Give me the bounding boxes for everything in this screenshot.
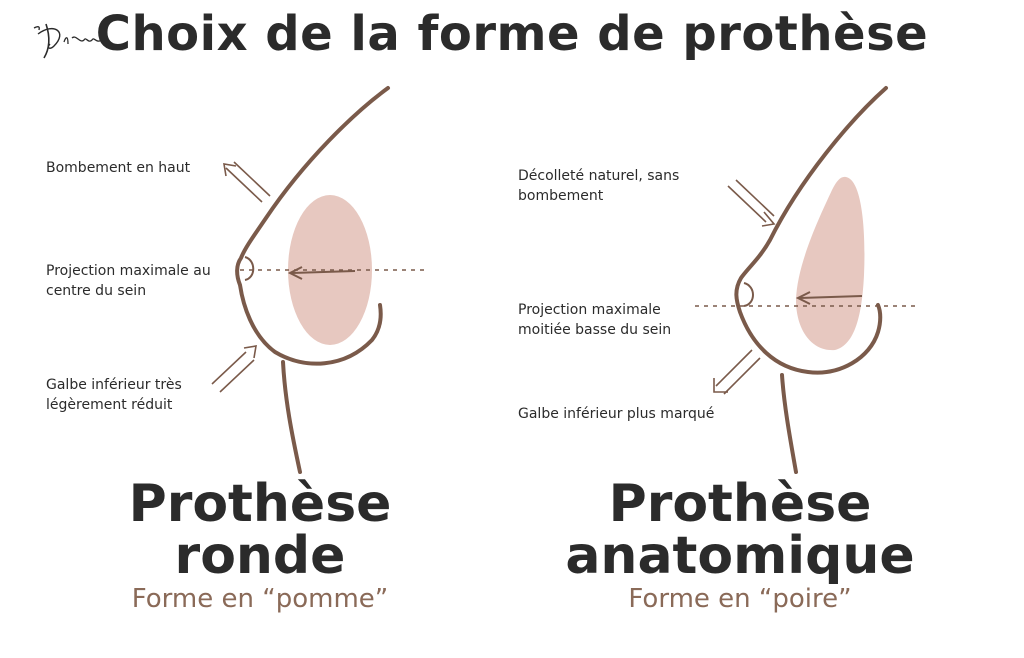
right-name-line2: anatomique — [565, 526, 915, 586]
label-projection-centre: Projection maximale au centre du sein — [46, 263, 211, 299]
label-galbe-reduit: Galbe inférieur très légèrement réduit — [46, 377, 182, 413]
right-bottom-arrows — [713, 349, 761, 395]
label-bombement-haut: Bombement en haut — [46, 160, 191, 176]
right-projection-arrow — [795, 291, 863, 305]
right-top-arrows — [727, 179, 776, 227]
label-decollete-naturel: Décolleté naturel, sans bombement — [518, 168, 680, 204]
left-chest-outline — [235, 86, 390, 366]
label-galbe-marque: Galbe inférieur plus marqué — [518, 406, 715, 422]
right-torso-line — [780, 373, 798, 474]
left-name-line2: ronde — [174, 526, 346, 586]
anatomical-implant-shape — [796, 176, 865, 351]
left-torso-line — [281, 360, 302, 474]
page-title: Choix de la forme de prothèse — [95, 6, 929, 62]
signature-logo — [33, 23, 103, 59]
left-top-arrows — [223, 161, 271, 203]
right-nipple — [743, 282, 754, 307]
label-projection-basse: Projection maximale moitiée basse du sei… — [518, 302, 672, 338]
left-projection-arrow — [287, 266, 356, 280]
left-shape-subtitle: Forme en “pomme” — [131, 584, 389, 614]
right-chest-outline — [734, 86, 888, 375]
left-bottom-arrows — [211, 345, 257, 393]
right-name-line1: Prothèse — [608, 474, 872, 534]
right-breast-diagram — [695, 86, 920, 474]
left-name-line1: Prothèse — [128, 474, 392, 534]
right-shape-subtitle: Forme en “poire” — [628, 584, 852, 614]
left-nipple — [244, 256, 255, 281]
left-breast-diagram — [211, 86, 425, 474]
